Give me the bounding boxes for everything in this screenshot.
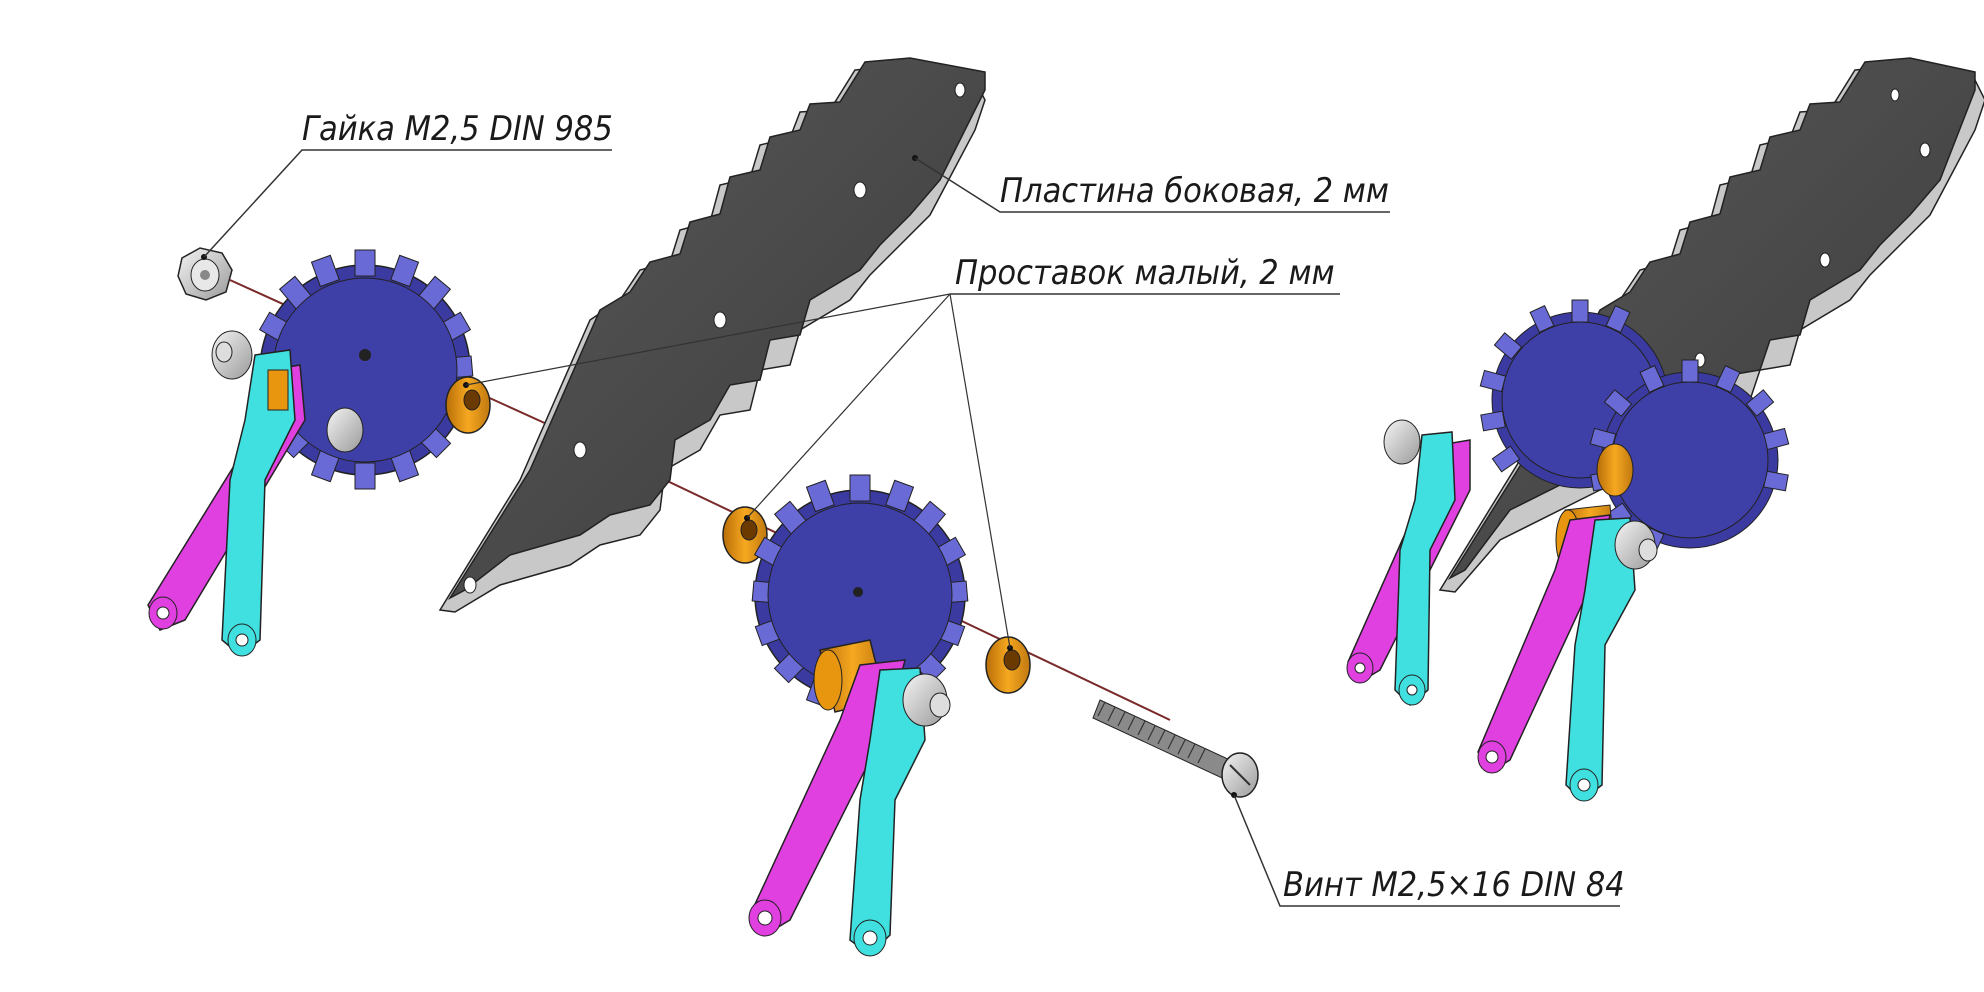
- callout-side-plate: Пластина боковая, 2 мм: [914, 157, 1390, 213]
- callout-label-small-spacer: Проставок малый, 2 мм: [955, 253, 1335, 293]
- lever-lower-cyan: [849, 667, 926, 957]
- leader-line-spacer-3: [949, 293, 1011, 649]
- callout-label-side-plate: Пластина боковая, 2 мм: [1000, 171, 1389, 211]
- bolt-lower: [902, 673, 951, 727]
- spacer-2: [722, 506, 768, 564]
- gear-lower: [751, 474, 969, 715]
- spacer-3: [985, 636, 1031, 694]
- leader-line-nut: [203, 149, 612, 258]
- spacer-1: [445, 376, 491, 434]
- nut-top-left: [177, 247, 233, 301]
- callout-small-spacer: Проставок малый, 2 мм: [465, 253, 1340, 649]
- lever-upper-cyan: [221, 349, 296, 657]
- bolt-upper: [211, 330, 289, 411]
- assembled-view: [1346, 57, 1984, 802]
- callout-nut: Гайка M2,5 DIN 985: [203, 109, 613, 258]
- gear-upper: [256, 249, 474, 490]
- callout-screw: Винт M2,5×16 DIN 84: [1233, 794, 1625, 907]
- callout-label-screw: Винт M2,5×16 DIN 84: [1283, 865, 1625, 905]
- screw: [1092, 699, 1259, 798]
- leader-line-spacer-1: [465, 293, 951, 386]
- leader-line-side-plate: [914, 157, 1390, 213]
- leader-line-screw: [1233, 794, 1620, 907]
- callout-label-nut: Гайка M2,5 DIN 985: [302, 109, 613, 149]
- leader-line-spacer-2: [746, 293, 951, 519]
